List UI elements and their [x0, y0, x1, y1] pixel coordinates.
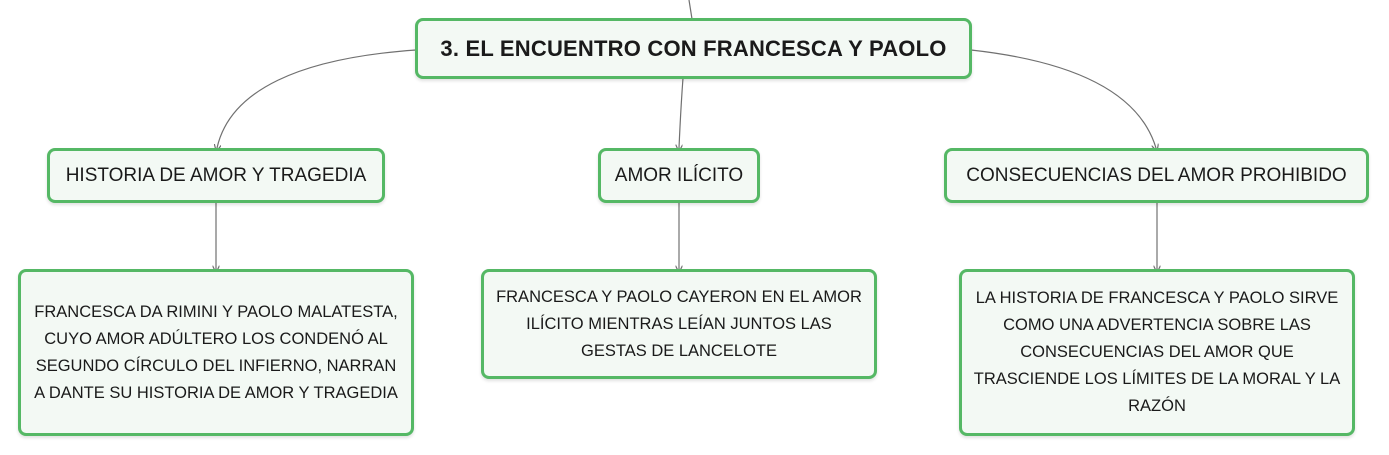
branch-node-consecuencias[interactable]: CONSECUENCIAS DEL AMOR PROHIBIDO [944, 148, 1369, 203]
connector-root-to-branch-1 [217, 49, 417, 148]
root-topic-node[interactable]: 3. EL ENCUENTRO CON FRANCESCA Y PAOLO [415, 18, 972, 79]
connector-root-to-branch-2 [679, 77, 684, 148]
connector-root-to-branch-3 [970, 49, 1156, 148]
branch-node-amor-ilicito[interactable]: AMOR ILÍCITO [598, 148, 760, 203]
detail-node-consecuencias[interactable]: LA HISTORIA DE FRANCESCA Y PAOLO SIRVE C… [959, 269, 1355, 436]
detail-node-amor-ilicito[interactable]: FRANCESCA Y PAOLO CAYERON EN EL AMOR ILÍ… [481, 269, 877, 379]
detail-node-historia[interactable]: FRANCESCA DA RIMINI Y PAOLO MALATESTA, C… [18, 269, 414, 436]
connector-from-parent [688, 0, 693, 20]
branch-node-historia[interactable]: HISTORIA DE AMOR Y TRAGEDIA [47, 148, 385, 203]
